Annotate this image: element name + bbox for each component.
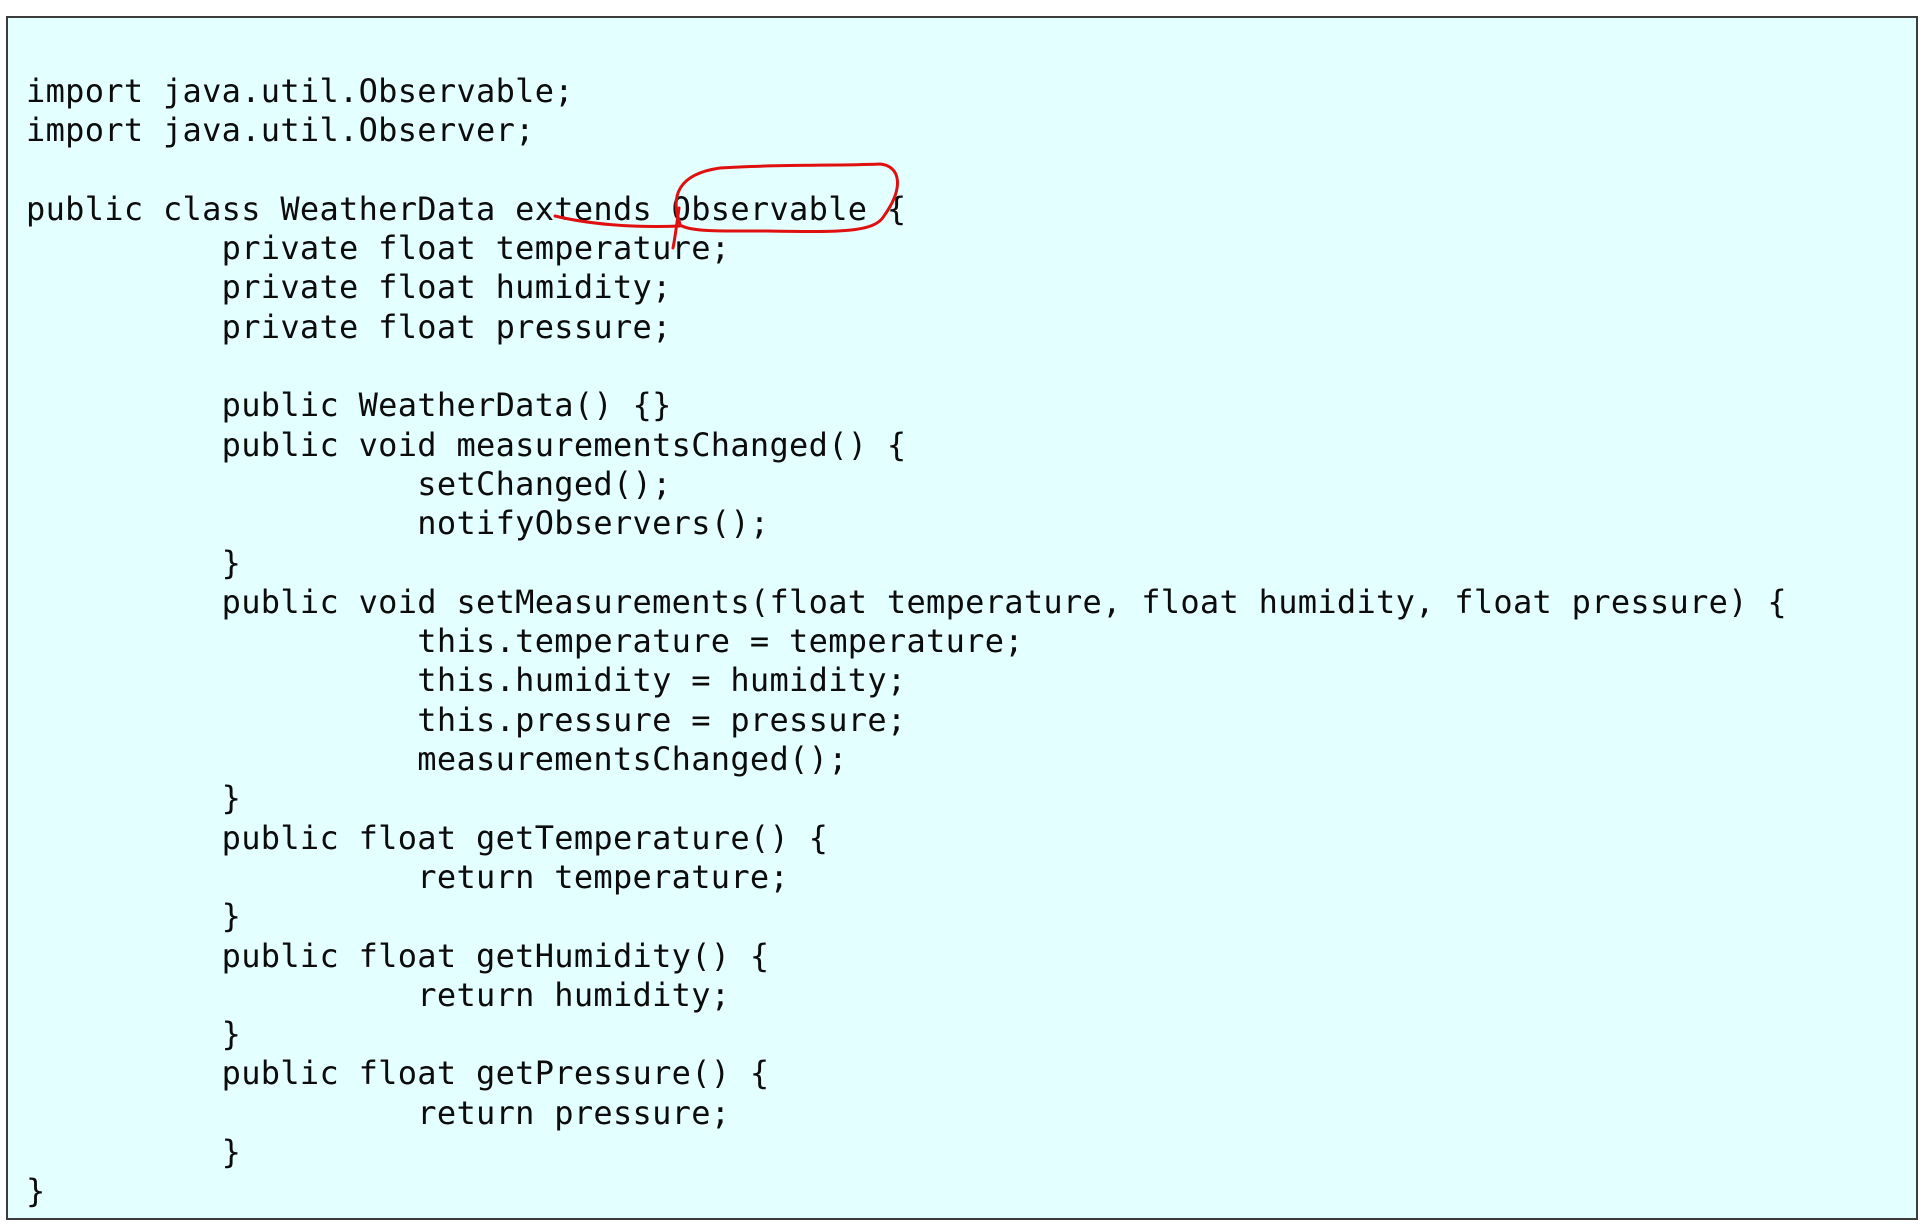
code-line-14: public void setMeasurements(float temper… — [26, 582, 1787, 621]
code-line-18: measurementsChanged(); — [26, 740, 848, 779]
code-line-3 — [26, 151, 1787, 190]
code-line-5: private float temperature; — [26, 229, 731, 268]
code-panel: import java.util.Observable; import java… — [6, 16, 1918, 1220]
code-line-23: public float getHumidity() { — [26, 936, 770, 975]
code-line-19: } — [26, 779, 242, 818]
code-line-25: } — [26, 1015, 242, 1054]
code-line-29: } — [26, 1172, 46, 1211]
code-line-26: public float getPressure() { — [26, 1054, 770, 1093]
code-line-2: import java.util.Observer; — [26, 111, 535, 150]
code-line-13: } — [26, 543, 242, 582]
code-line-11: setChanged(); — [26, 464, 672, 503]
code-line-21: return temperature; — [26, 857, 790, 896]
code-line-17: this.pressure = pressure; — [26, 700, 907, 739]
code-line-20: public float getTemperature() { — [26, 818, 829, 857]
code-line-24: return humidity; — [26, 975, 731, 1014]
code-line-28: } — [26, 1133, 242, 1172]
code-line-22: } — [26, 897, 242, 936]
code-line-16: this.humidity = humidity; — [26, 661, 907, 700]
code-listing: import java.util.Observable; import java… — [26, 72, 1787, 1212]
code-line-1: import java.util.Observable; — [26, 72, 574, 110]
code-line-4: public class WeatherData extends Observa… — [26, 189, 907, 228]
code-line-9: public WeatherData() {} — [26, 386, 672, 425]
code-line-8 — [26, 347, 1787, 386]
code-line-7: private float pressure; — [26, 307, 672, 346]
code-line-27: return pressure; — [26, 1093, 731, 1132]
code-line-6: private float humidity; — [26, 268, 672, 307]
code-line-10: public void measurementsChanged() { — [26, 425, 907, 464]
code-line-12: notifyObservers(); — [26, 504, 770, 543]
code-line-15: this.temperature = temperature; — [26, 622, 1024, 661]
